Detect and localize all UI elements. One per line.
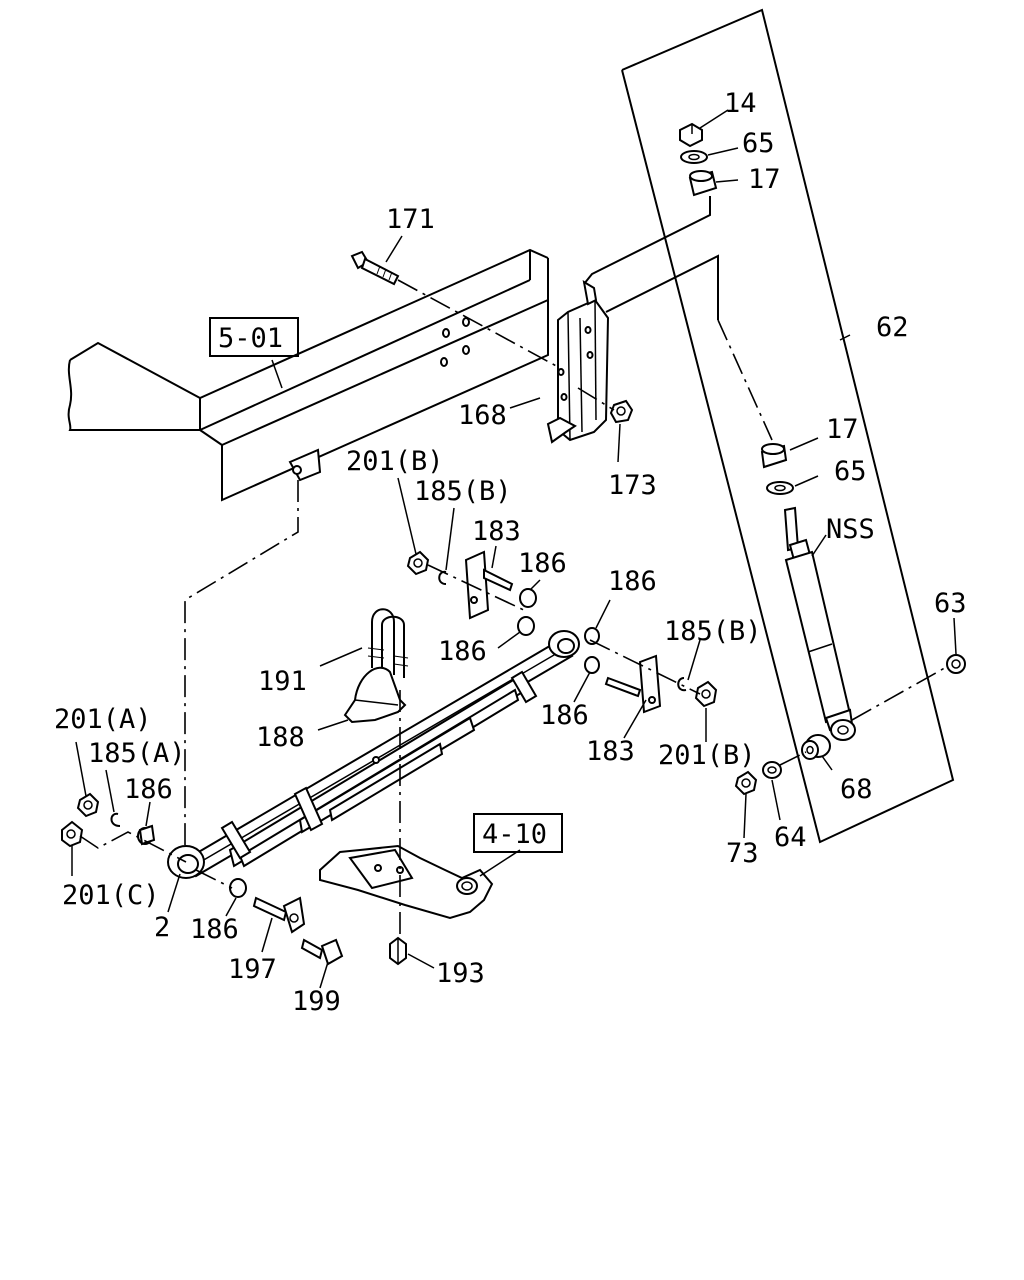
- callout-186-front: 186: [124, 774, 173, 805]
- callout-65-upper: 65: [742, 128, 775, 159]
- callout-201a: 201(A): [54, 704, 152, 735]
- shackle-plate-183-lower: [604, 654, 662, 714]
- bushing-68: [801, 734, 831, 760]
- nut-201b-upper: [406, 550, 430, 576]
- callout-199: 199: [292, 986, 341, 1017]
- bolt-199: [300, 938, 344, 966]
- reference-box-axle-label: 4-10: [482, 819, 547, 850]
- upper-mount-washer-65: [680, 150, 708, 164]
- callout-201c: 201(C): [62, 880, 160, 911]
- saddle-188: [343, 666, 407, 724]
- callout-168: 168: [458, 400, 507, 431]
- bolt-center-line: [397, 279, 561, 369]
- pin-197: [252, 896, 306, 934]
- callout-186-right: 186: [608, 566, 657, 597]
- washer-64: [762, 761, 782, 779]
- callout-186-center: 186: [438, 636, 487, 667]
- callout-65-lower: 65: [834, 456, 867, 487]
- lower-mount-upper-line: [605, 254, 719, 320]
- shock-absorber-group-frame: [621, 8, 955, 844]
- leaf-spring: [167, 630, 580, 879]
- shock-absorber: [783, 506, 856, 741]
- callout-191: 191: [258, 666, 307, 697]
- callout-2: 2: [154, 912, 170, 943]
- callout-14: 14: [724, 88, 757, 119]
- callout-63: 63: [934, 588, 967, 619]
- callout-17-lower: 17: [826, 414, 859, 445]
- callout-201b-lower: 201(B): [658, 740, 756, 771]
- shackle-plate-183-upper: [464, 550, 514, 620]
- nut-201b-lower: [694, 680, 718, 708]
- callout-171: 171: [386, 204, 435, 235]
- nut-201c: [61, 820, 84, 848]
- bushing-186-upper: [517, 588, 537, 636]
- reference-box-frame[interactable]: 5-01: [209, 317, 299, 357]
- upper-mount-nut-14: [679, 122, 703, 148]
- bushing-186-front: [137, 824, 156, 846]
- washer-63: [946, 654, 966, 674]
- callout-73: 73: [726, 838, 759, 869]
- callout-17-upper: 17: [748, 164, 781, 195]
- nut-73: [734, 770, 758, 796]
- callout-nss: NSS: [826, 514, 875, 545]
- callout-183-upper: 183: [472, 516, 521, 547]
- lower-bushing-center-line: [195, 869, 233, 889]
- bolt-171: [350, 250, 400, 286]
- callout-64: 64: [774, 822, 807, 853]
- reference-box-axle[interactable]: 4-10: [473, 813, 563, 853]
- washer-185b-lower: [677, 677, 687, 692]
- callout-186-lower-left: 186: [190, 914, 239, 945]
- callout-188: 188: [256, 722, 305, 753]
- bushing-186-right: [584, 627, 600, 674]
- shock-bottom-center-line: [851, 664, 951, 721]
- bushing-68-center-line: [779, 751, 807, 766]
- callout-197: 197: [228, 954, 277, 985]
- callout-185a: 185(A): [88, 738, 186, 769]
- shackle-upper-center-line: [427, 564, 529, 613]
- callout-186-lower-right: 186: [540, 700, 589, 731]
- axle-seat: [319, 844, 494, 920]
- front-eye-center-line: [79, 831, 187, 863]
- callout-185b-upper: 185(B): [414, 476, 512, 507]
- callout-labels: 14 65 17 171 62 168 173 17 65 201(B) 185…: [54, 88, 967, 1017]
- shock-bracket: [546, 280, 610, 444]
- shackle-lower-center-line: [589, 639, 701, 695]
- lower-mount-bushing-17: [760, 443, 788, 469]
- callout-201b-upper: 201(B): [346, 446, 444, 477]
- callout-186-upper-right: 186: [518, 548, 567, 579]
- chassis-frame: [67, 248, 549, 502]
- hanger-center-line: [184, 480, 299, 845]
- callout-62: 62: [876, 312, 909, 343]
- nut-193: [389, 936, 407, 966]
- callout-183-lower: 183: [586, 736, 635, 767]
- upper-mount-bushing-17: [688, 170, 718, 197]
- washer-185a: [110, 812, 121, 827]
- lower-mount-center-line: [717, 319, 773, 441]
- nut-173-center-line: [577, 387, 615, 411]
- leader-lines: [71, 109, 957, 989]
- lower-mount-washer-65: [766, 481, 794, 495]
- nut-201a: [76, 792, 100, 818]
- nut-173: [609, 399, 634, 424]
- callout-68: 68: [840, 774, 873, 805]
- u-bolt-191: [367, 608, 409, 678]
- callout-185b-lower: 185(B): [664, 616, 762, 647]
- callout-173: 173: [608, 470, 657, 501]
- bushing-186-lower: [229, 878, 247, 898]
- upper-mount-leader: [583, 196, 711, 285]
- reference-box-frame-label: 5-01: [218, 323, 283, 354]
- callout-193: 193: [436, 958, 485, 989]
